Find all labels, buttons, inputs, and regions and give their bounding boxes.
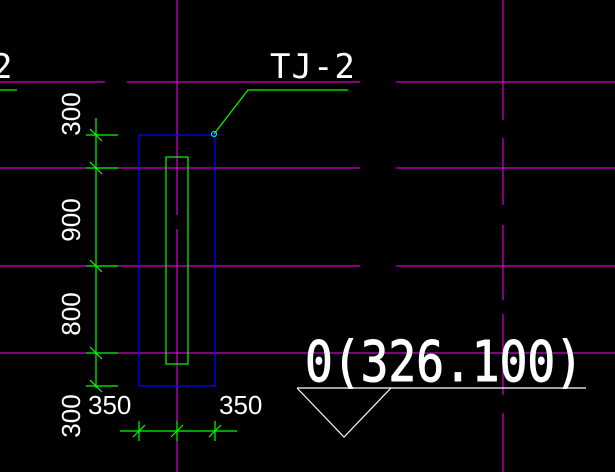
grid-gap [105,78,127,86]
grid-gaps [105,78,507,413]
dimension-tick [89,379,103,393]
dimension-text-800[interactable]: 800 [56,292,86,335]
column-outline[interactable] [165,156,189,365]
grid-gap [360,164,396,172]
dimension-tick [89,346,103,360]
footing-outline[interactable] [138,134,216,387]
dimension-tick [208,424,222,438]
edge-tag-text[interactable]: 2 [0,47,12,87]
grid-gap [499,205,507,225]
tag-leader-line[interactable] [213,89,348,135]
elevation-marker[interactable]: 0(326.100) [296,329,586,438]
dimension-tick [89,128,103,142]
grid-gap [360,262,396,270]
dimension-text-300-top[interactable]: 300 [56,92,86,135]
footing-tag-text[interactable]: TJ-2 [270,47,356,87]
grid-gap [360,78,396,86]
grid-gap [173,215,181,229]
dimension-text-350-left[interactable]: 350 [88,390,131,420]
grip-point-icon[interactable] [211,131,217,137]
dimension-tick [89,259,103,273]
vertical-dimension-chain[interactable] [86,118,118,393]
triangle-icon [296,387,392,438]
horizontal-dimension-chain[interactable] [120,421,237,441]
dimension-text-350-right[interactable]: 350 [219,390,262,420]
elevation-text[interactable]: 0(326.100) [304,329,583,395]
dimension-tick [89,161,103,175]
grid-gap [499,300,507,314]
vertical-dimension-texts: 300 900 800 300 [56,92,86,437]
grid-gap [499,120,507,138]
dimension-text-900[interactable]: 900 [56,198,86,241]
dimension-tick [170,424,184,438]
dimension-tick [132,424,146,438]
dimension-text-300-bottom[interactable]: 300 [56,394,86,437]
grid-gap [499,395,507,413]
